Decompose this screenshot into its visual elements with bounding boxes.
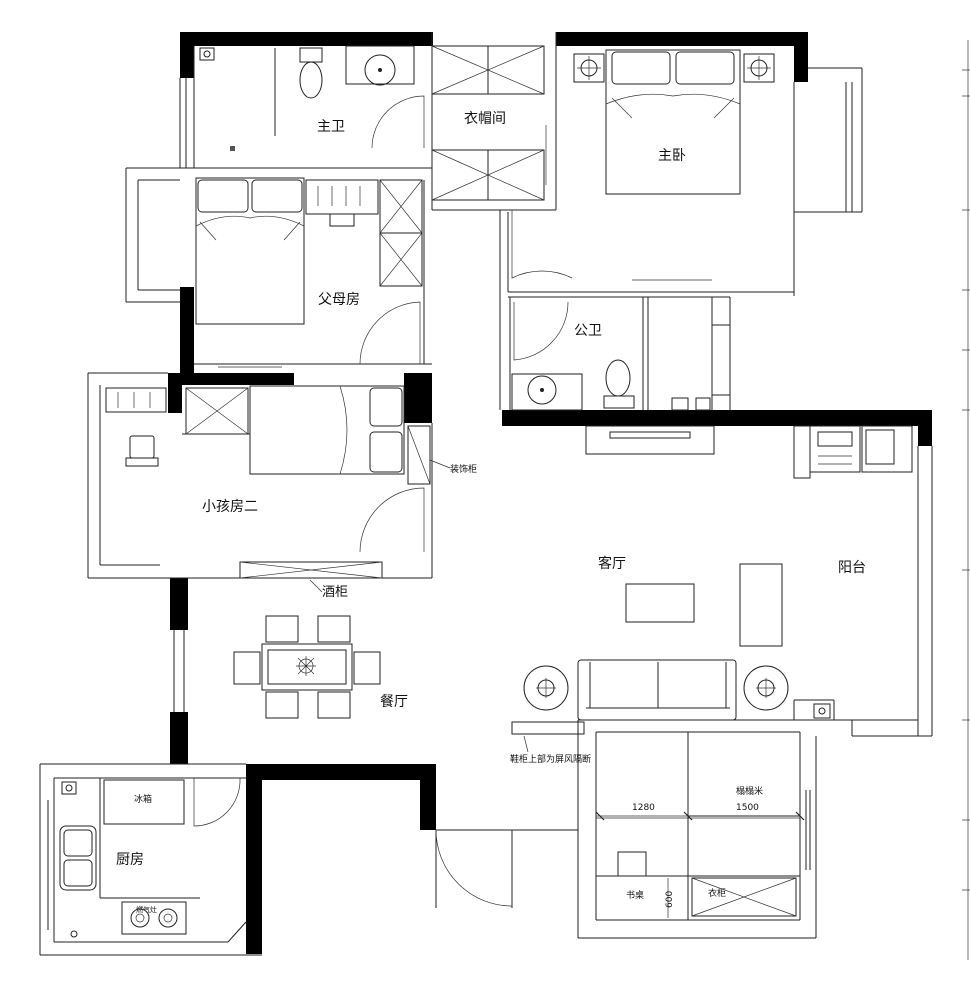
room-label-kids-room: 小孩房二 — [202, 499, 258, 515]
room-label-dining-room: 餐厅 — [380, 694, 408, 710]
room-label-living-room: 客厅 — [598, 555, 626, 572]
stove-icon — [121, 901, 187, 935]
dimension-width-a: 1280 — [632, 803, 655, 813]
label-decor-cabinet: 装饰柜 — [450, 463, 477, 475]
side-table-lamp-icon — [523, 665, 789, 711]
label-desk: 书桌 — [626, 889, 644, 901]
chair-icon — [125, 435, 159, 467]
wardrobe-icon — [691, 877, 797, 917]
shoe-cabinet-icon — [511, 721, 585, 735]
label-shoe-cabinet-note: 鞋柜上部为屏风隔断 — [510, 753, 591, 765]
chair-icon — [617, 851, 647, 877]
dimension-width-b: 1500 — [736, 803, 759, 813]
label-tatami: 榻榻米 — [736, 785, 763, 797]
room-label-public-bath: 公卫 — [574, 323, 602, 339]
doors — [193, 95, 712, 907]
coffee-table-icon — [625, 583, 695, 623]
washbasin-icon — [345, 45, 415, 86]
label-cooktop: 燃气灶 — [136, 905, 157, 914]
wardrobe-icon — [185, 387, 249, 435]
washing-machine-icon — [809, 425, 861, 473]
dimension-depth: 600 — [665, 891, 675, 908]
room-label-master-bath: 主卫 — [317, 119, 345, 135]
desk-icon — [105, 387, 167, 413]
tv-cabinet-icon — [585, 425, 715, 455]
label-wardrobe: 衣柜 — [708, 887, 726, 899]
fridge-icon — [103, 779, 185, 825]
wine-cabinet-icon — [239, 561, 383, 579]
margin-ticks — [962, 40, 970, 960]
label-wine-cabinet: 酒柜 — [322, 585, 348, 600]
wall-outlines — [39, 32, 933, 956]
room-label-kitchen: 厨房 — [116, 852, 144, 868]
furniture — [59, 40, 970, 960]
label-fridge: 冰箱 — [134, 793, 152, 805]
toilet-icon — [299, 47, 323, 99]
toilet-icon — [603, 359, 635, 409]
decor-cabinet-icon — [407, 425, 431, 485]
wardrobe-icon — [379, 179, 423, 287]
washbasin-icon — [511, 373, 583, 411]
room-label-balcony: 阳台 — [838, 560, 866, 576]
room-label-master-bedroom: 主卧 — [658, 148, 686, 164]
wardrobe-icon — [431, 45, 545, 201]
sink-icon — [59, 825, 97, 891]
bed-icon — [605, 49, 741, 195]
room-label-parents-room: 父母房 — [318, 292, 360, 308]
lamp-icon — [573, 53, 775, 83]
laundry-sink-icon — [861, 425, 913, 473]
bed-icon — [195, 177, 305, 325]
desk-icon — [305, 179, 379, 227]
room-label-cloakroom: 衣帽间 — [464, 111, 506, 127]
dining-table-icon — [233, 615, 381, 719]
bed-icon — [249, 385, 405, 475]
walls — [168, 32, 932, 954]
sofa-icon — [577, 659, 737, 721]
ottoman-icon — [739, 563, 783, 647]
